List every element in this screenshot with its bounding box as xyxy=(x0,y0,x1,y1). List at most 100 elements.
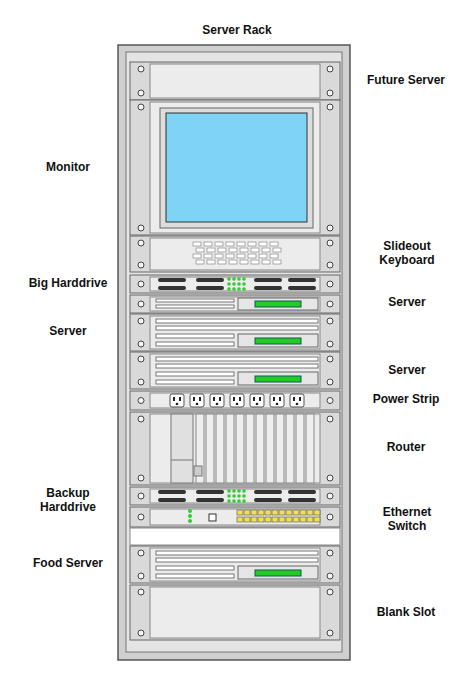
part-label: Big Harddrive xyxy=(13,276,123,290)
status-bar xyxy=(255,376,301,382)
router-port xyxy=(194,466,202,476)
drive-slot xyxy=(158,490,186,494)
status-led xyxy=(242,277,246,281)
unit-panel xyxy=(150,316,320,349)
screw-hole xyxy=(138,514,144,520)
router-card xyxy=(216,414,224,483)
outlet-prong xyxy=(239,397,241,401)
ethernet-port xyxy=(314,517,320,522)
keyboard-key xyxy=(251,260,259,264)
unit-panel xyxy=(150,414,320,483)
unit-face xyxy=(130,295,340,313)
monitor-screen xyxy=(166,113,307,222)
status-led xyxy=(237,282,241,286)
screw-hole xyxy=(138,104,144,110)
unit-panel xyxy=(150,238,320,270)
outlet-prong xyxy=(219,397,221,401)
unit-face xyxy=(130,507,340,527)
screw-hole xyxy=(138,379,144,385)
unit-panel xyxy=(150,509,320,525)
screw-hole xyxy=(327,341,333,347)
outlet-prong xyxy=(179,397,181,401)
screw-hole xyxy=(327,225,333,231)
status-led xyxy=(188,509,192,513)
status-led xyxy=(242,499,246,503)
router-card xyxy=(226,414,234,483)
router-card xyxy=(266,414,274,483)
ethernet-port xyxy=(258,510,264,515)
router-card xyxy=(276,414,284,483)
front-bezel xyxy=(238,372,318,385)
keyboard-key xyxy=(204,254,212,258)
ethernet-port xyxy=(265,510,271,515)
drive-bay xyxy=(156,342,234,346)
screw-hole xyxy=(138,90,144,96)
screw-hole xyxy=(138,416,144,422)
keyboard-key xyxy=(262,260,270,264)
status-led xyxy=(232,494,236,498)
drive-bay xyxy=(156,319,318,323)
rack-units xyxy=(130,62,340,640)
part-label: Blank Slot xyxy=(351,605,461,619)
front-bezel xyxy=(238,334,318,347)
ethernet-port xyxy=(293,510,299,515)
ethernet-port xyxy=(300,517,306,522)
ethernet-port xyxy=(272,517,278,522)
screw-hole xyxy=(327,356,333,362)
keyboard-key xyxy=(259,242,267,246)
ethernet-port xyxy=(258,517,264,522)
router-module-divider xyxy=(171,460,193,461)
diagram-title: Server Rack xyxy=(177,23,297,37)
status-led xyxy=(227,282,231,286)
status-bar xyxy=(255,570,301,576)
part-label: Server xyxy=(357,295,457,309)
ethernet-port xyxy=(286,510,292,515)
part-label: Ethernet Switch xyxy=(372,505,442,533)
ethernet-port xyxy=(272,510,278,515)
ethernet-port xyxy=(293,517,299,522)
front-bezel xyxy=(238,566,318,579)
drive-slot xyxy=(158,278,186,282)
outlet-prong xyxy=(173,397,175,401)
ethernet-port xyxy=(251,517,257,522)
drive-slot xyxy=(254,286,282,290)
unit-panel xyxy=(150,277,320,291)
keyboard-key xyxy=(226,254,234,258)
status-led xyxy=(242,489,246,493)
status-led xyxy=(242,287,246,291)
status-led xyxy=(227,494,231,498)
unit-face xyxy=(130,275,340,293)
keyboard-key xyxy=(248,242,256,246)
power-outlet xyxy=(210,394,224,407)
power-outlet xyxy=(290,394,304,407)
ethernet-port xyxy=(286,517,292,522)
screw-hole xyxy=(138,573,144,579)
unit-face xyxy=(130,236,340,272)
keyboard-key xyxy=(193,242,201,246)
screw-hole xyxy=(327,416,333,422)
screw-hole xyxy=(327,475,333,481)
keyboard-key xyxy=(240,260,248,264)
screw-hole xyxy=(138,318,144,324)
unit-panel xyxy=(150,587,320,638)
drive-bay xyxy=(156,364,318,368)
outlet-ground xyxy=(236,403,239,406)
screw-hole xyxy=(327,240,333,246)
ethernet-port xyxy=(237,510,243,515)
keyboard-key xyxy=(251,248,259,252)
ethernet-port xyxy=(244,517,250,522)
screw-hole xyxy=(327,281,333,287)
drive-slot xyxy=(254,498,282,502)
ethernet-port xyxy=(279,510,285,515)
keyboard-key xyxy=(226,242,234,246)
drive-bay xyxy=(156,326,318,330)
screw-hole xyxy=(327,573,333,579)
keyboard-key xyxy=(215,254,223,258)
power-outlet xyxy=(230,394,244,407)
drive-slot xyxy=(196,278,224,282)
status-bar xyxy=(255,338,301,344)
drive-slot xyxy=(196,498,224,502)
part-label: Power Strip xyxy=(351,392,461,406)
router-card xyxy=(236,414,244,483)
keyboard-key xyxy=(196,248,204,252)
